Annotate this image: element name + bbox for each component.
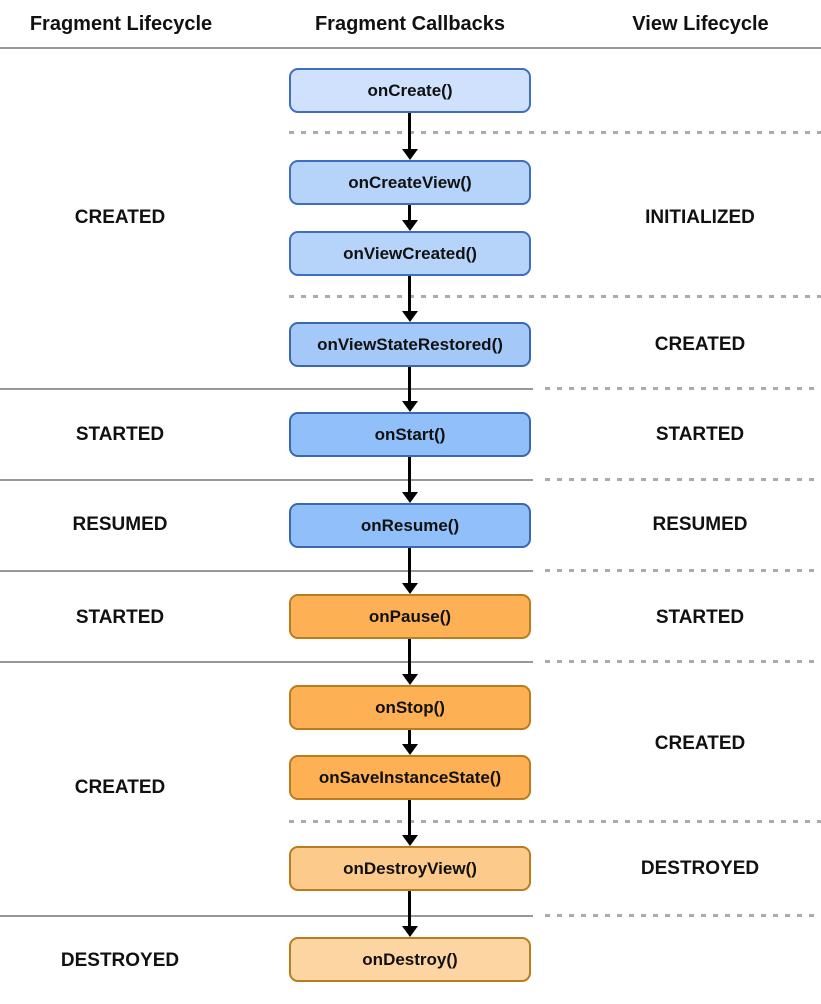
fragment-state-divider-solid <box>0 479 533 481</box>
fragment-state-divider-solid <box>0 570 533 572</box>
view-state-divider-dashed <box>289 295 821 298</box>
view-state-resumed: RESUMED <box>652 514 748 535</box>
flow-arrow-down <box>402 113 418 160</box>
callback-box-oncreate: onCreate() <box>289 68 531 113</box>
view-state-started: STARTED <box>655 424 745 445</box>
view-state-initialized: INITIALIZED <box>645 207 755 228</box>
fragment-state-created: CREATED <box>74 207 166 228</box>
view-state-divider-dashed <box>545 478 821 481</box>
column-header-fragment-callbacks: Fragment Callbacks <box>314 13 506 35</box>
view-state-divider-dashed <box>545 569 821 572</box>
fragment-state-destroyed: DESTROYED <box>60 950 180 971</box>
view-state-divider-dashed <box>545 660 821 663</box>
callback-box-onsaveinstancestate: onSaveInstanceState() <box>289 755 531 800</box>
view-state-created-2: CREATED <box>654 733 746 754</box>
view-state-divider-dashed <box>545 387 821 390</box>
header-divider-line <box>0 47 821 49</box>
callback-box-onpause: onPause() <box>289 594 531 639</box>
flow-arrow-down <box>402 800 418 846</box>
flow-arrow-down <box>402 367 418 412</box>
view-state-started-2: STARTED <box>655 607 745 628</box>
view-state-divider-dashed <box>289 820 821 823</box>
callback-box-onstop: onStop() <box>289 685 531 730</box>
column-header-fragment-lifecycle: Fragment Lifecycle <box>29 13 213 35</box>
column-header-view-lifecycle: View Lifecycle <box>632 13 769 35</box>
fragment-state-started: STARTED <box>75 424 165 445</box>
fragment-state-started-2: STARTED <box>75 607 165 628</box>
flow-arrow-down <box>402 891 418 937</box>
fragment-state-resumed: RESUMED <box>72 514 168 535</box>
fragment-state-divider-solid <box>0 915 533 917</box>
callback-box-oncreateview: onCreateView() <box>289 160 531 205</box>
view-state-created: CREATED <box>654 334 746 355</box>
view-state-divider-dashed <box>545 914 821 917</box>
flow-arrow-down <box>402 730 418 755</box>
callback-box-ondestroyview: onDestroyView() <box>289 846 531 891</box>
callback-box-onviewcreated: onViewCreated() <box>289 231 531 276</box>
callback-box-ondestroy: onDestroy() <box>289 937 531 982</box>
view-state-destroyed: DESTROYED <box>640 858 760 879</box>
flow-arrow-down <box>402 457 418 503</box>
flow-arrow-down <box>402 548 418 594</box>
fragment-state-divider-solid <box>0 388 533 390</box>
fragment-state-created-2: CREATED <box>74 777 166 798</box>
view-state-divider-dashed <box>289 131 821 134</box>
fragment-state-divider-solid <box>0 661 533 663</box>
callback-box-onviewstaterestored: onViewStateRestored() <box>289 322 531 367</box>
flow-arrow-down <box>402 639 418 685</box>
flow-arrow-down <box>402 276 418 322</box>
callback-box-onstart: onStart() <box>289 412 531 457</box>
flow-arrow-down <box>402 205 418 231</box>
callback-box-onresume: onResume() <box>289 503 531 548</box>
